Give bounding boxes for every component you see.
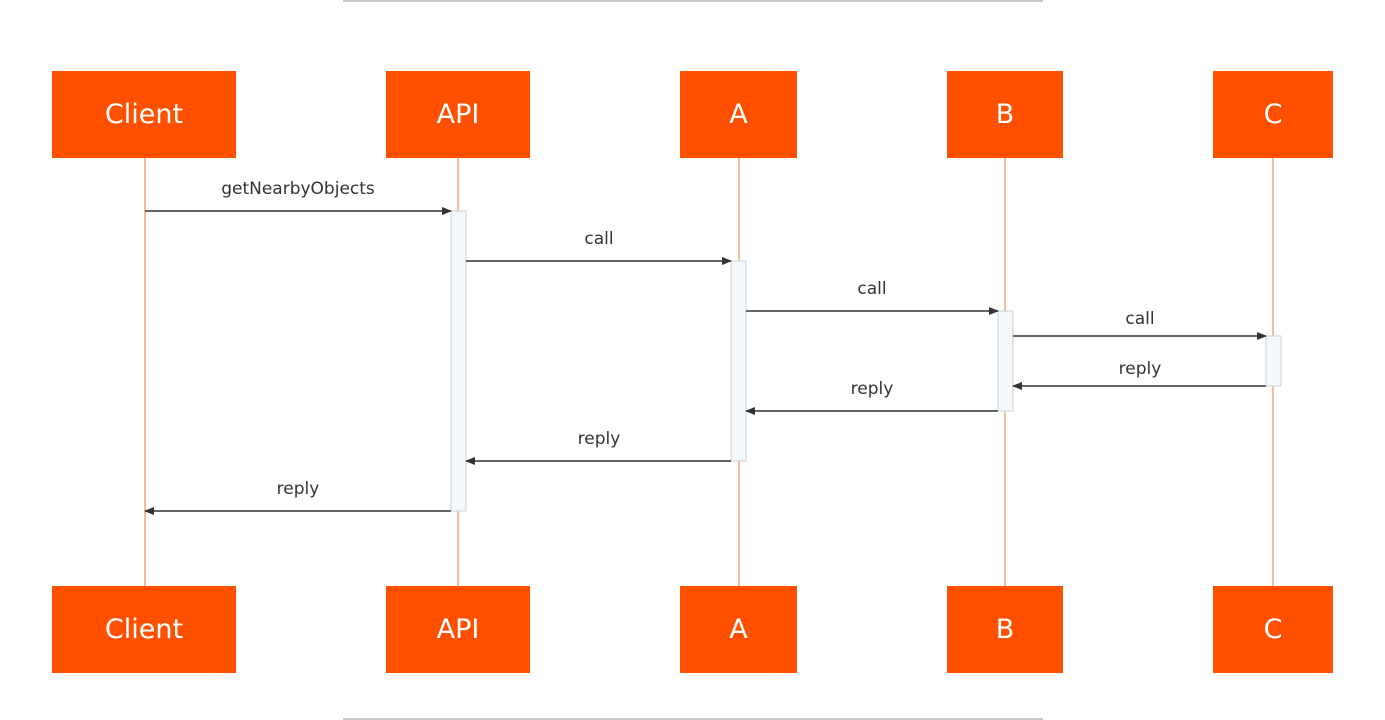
- actor-box: [386, 586, 530, 673]
- message-label: call: [857, 279, 886, 299]
- actor-client-bottom: Client: [52, 586, 236, 673]
- message-call-b-c: call: [1013, 309, 1267, 340]
- activation-b: [997, 310, 1014, 412]
- actor-b-bottom: B: [947, 586, 1063, 673]
- actor-label: A: [729, 614, 748, 645]
- actor-label: API: [437, 614, 480, 645]
- messages: getNearbyObjects call call call reply re…: [144, 179, 1267, 515]
- actor-box: [386, 71, 530, 158]
- actor-label: API: [437, 99, 480, 130]
- message-getnearbyobjects: getNearbyObjects: [145, 179, 452, 215]
- actor-box: [1213, 586, 1333, 673]
- activation-a: [730, 260, 747, 462]
- actor-box: [947, 71, 1063, 158]
- message-label: reply: [851, 379, 894, 399]
- activation-c: [1265, 335, 1282, 387]
- actor-api-top: API: [386, 71, 530, 158]
- actor-box: [680, 71, 797, 158]
- actor-label: Client: [105, 614, 183, 645]
- actor-label: C: [1264, 99, 1283, 130]
- message-label: reply: [277, 479, 320, 499]
- actor-a-top: A: [680, 71, 797, 158]
- actor-label: Client: [105, 99, 183, 130]
- actor-box: [52, 586, 236, 673]
- message-label: call: [584, 229, 613, 249]
- message-label: getNearbyObjects: [221, 179, 375, 199]
- actor-label: A: [729, 99, 748, 130]
- actor-box: [947, 586, 1063, 673]
- activations: [450, 210, 1282, 512]
- message-call-api-a: call: [466, 229, 732, 265]
- actor-label: C: [1264, 614, 1283, 645]
- actor-c-bottom: C: [1213, 586, 1333, 673]
- message-label: reply: [578, 429, 621, 449]
- message-reply-api-client: reply: [144, 479, 451, 515]
- actor-box: [52, 71, 236, 158]
- actors-top: Client API A B C: [52, 71, 1333, 158]
- actor-a-bottom: A: [680, 586, 797, 673]
- message-reply-c-b: reply: [1012, 359, 1266, 390]
- actor-box: [680, 586, 797, 673]
- message-label: reply: [1119, 359, 1162, 379]
- actors-bottom: Client API A B C: [52, 586, 1333, 673]
- lifelines: [144, 157, 1274, 586]
- actor-api-bottom: API: [386, 586, 530, 673]
- actor-box: [1213, 71, 1333, 158]
- actor-b-top: B: [947, 71, 1063, 158]
- message-call-a-b: call: [746, 279, 999, 315]
- actor-label: B: [996, 614, 1015, 645]
- message-reply-a-api: reply: [465, 429, 731, 465]
- activation-api: [450, 210, 467, 512]
- actor-label: B: [996, 99, 1015, 130]
- actor-c-top: C: [1213, 71, 1333, 158]
- message-reply-b-a: reply: [745, 379, 998, 415]
- message-label: call: [1125, 309, 1154, 329]
- actor-client-top: Client: [52, 71, 236, 158]
